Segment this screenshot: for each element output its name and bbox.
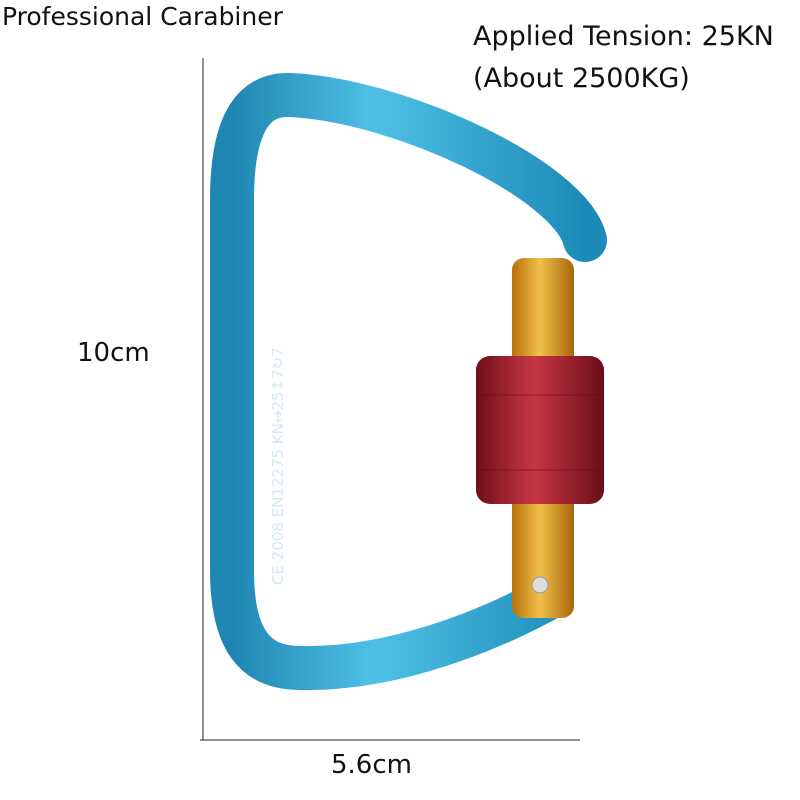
height-label: 10cm [77, 338, 150, 368]
tension-label: Applied Tension: 25KN (About 2500KG) [473, 16, 774, 100]
engraving-text: CE 2008 EN12275 KN↔25↕7↻7 [269, 347, 287, 585]
product-title: Professional Carabiner [2, 2, 283, 31]
carabiner-frame [210, 73, 607, 691]
lock-sleeve [476, 356, 604, 504]
width-label: 5.6cm [331, 750, 412, 780]
tension-line-2: (About 2500KG) [473, 63, 690, 94]
tension-line-1: Applied Tension: 25KN [473, 21, 774, 52]
gate-rivet [531, 576, 549, 594]
